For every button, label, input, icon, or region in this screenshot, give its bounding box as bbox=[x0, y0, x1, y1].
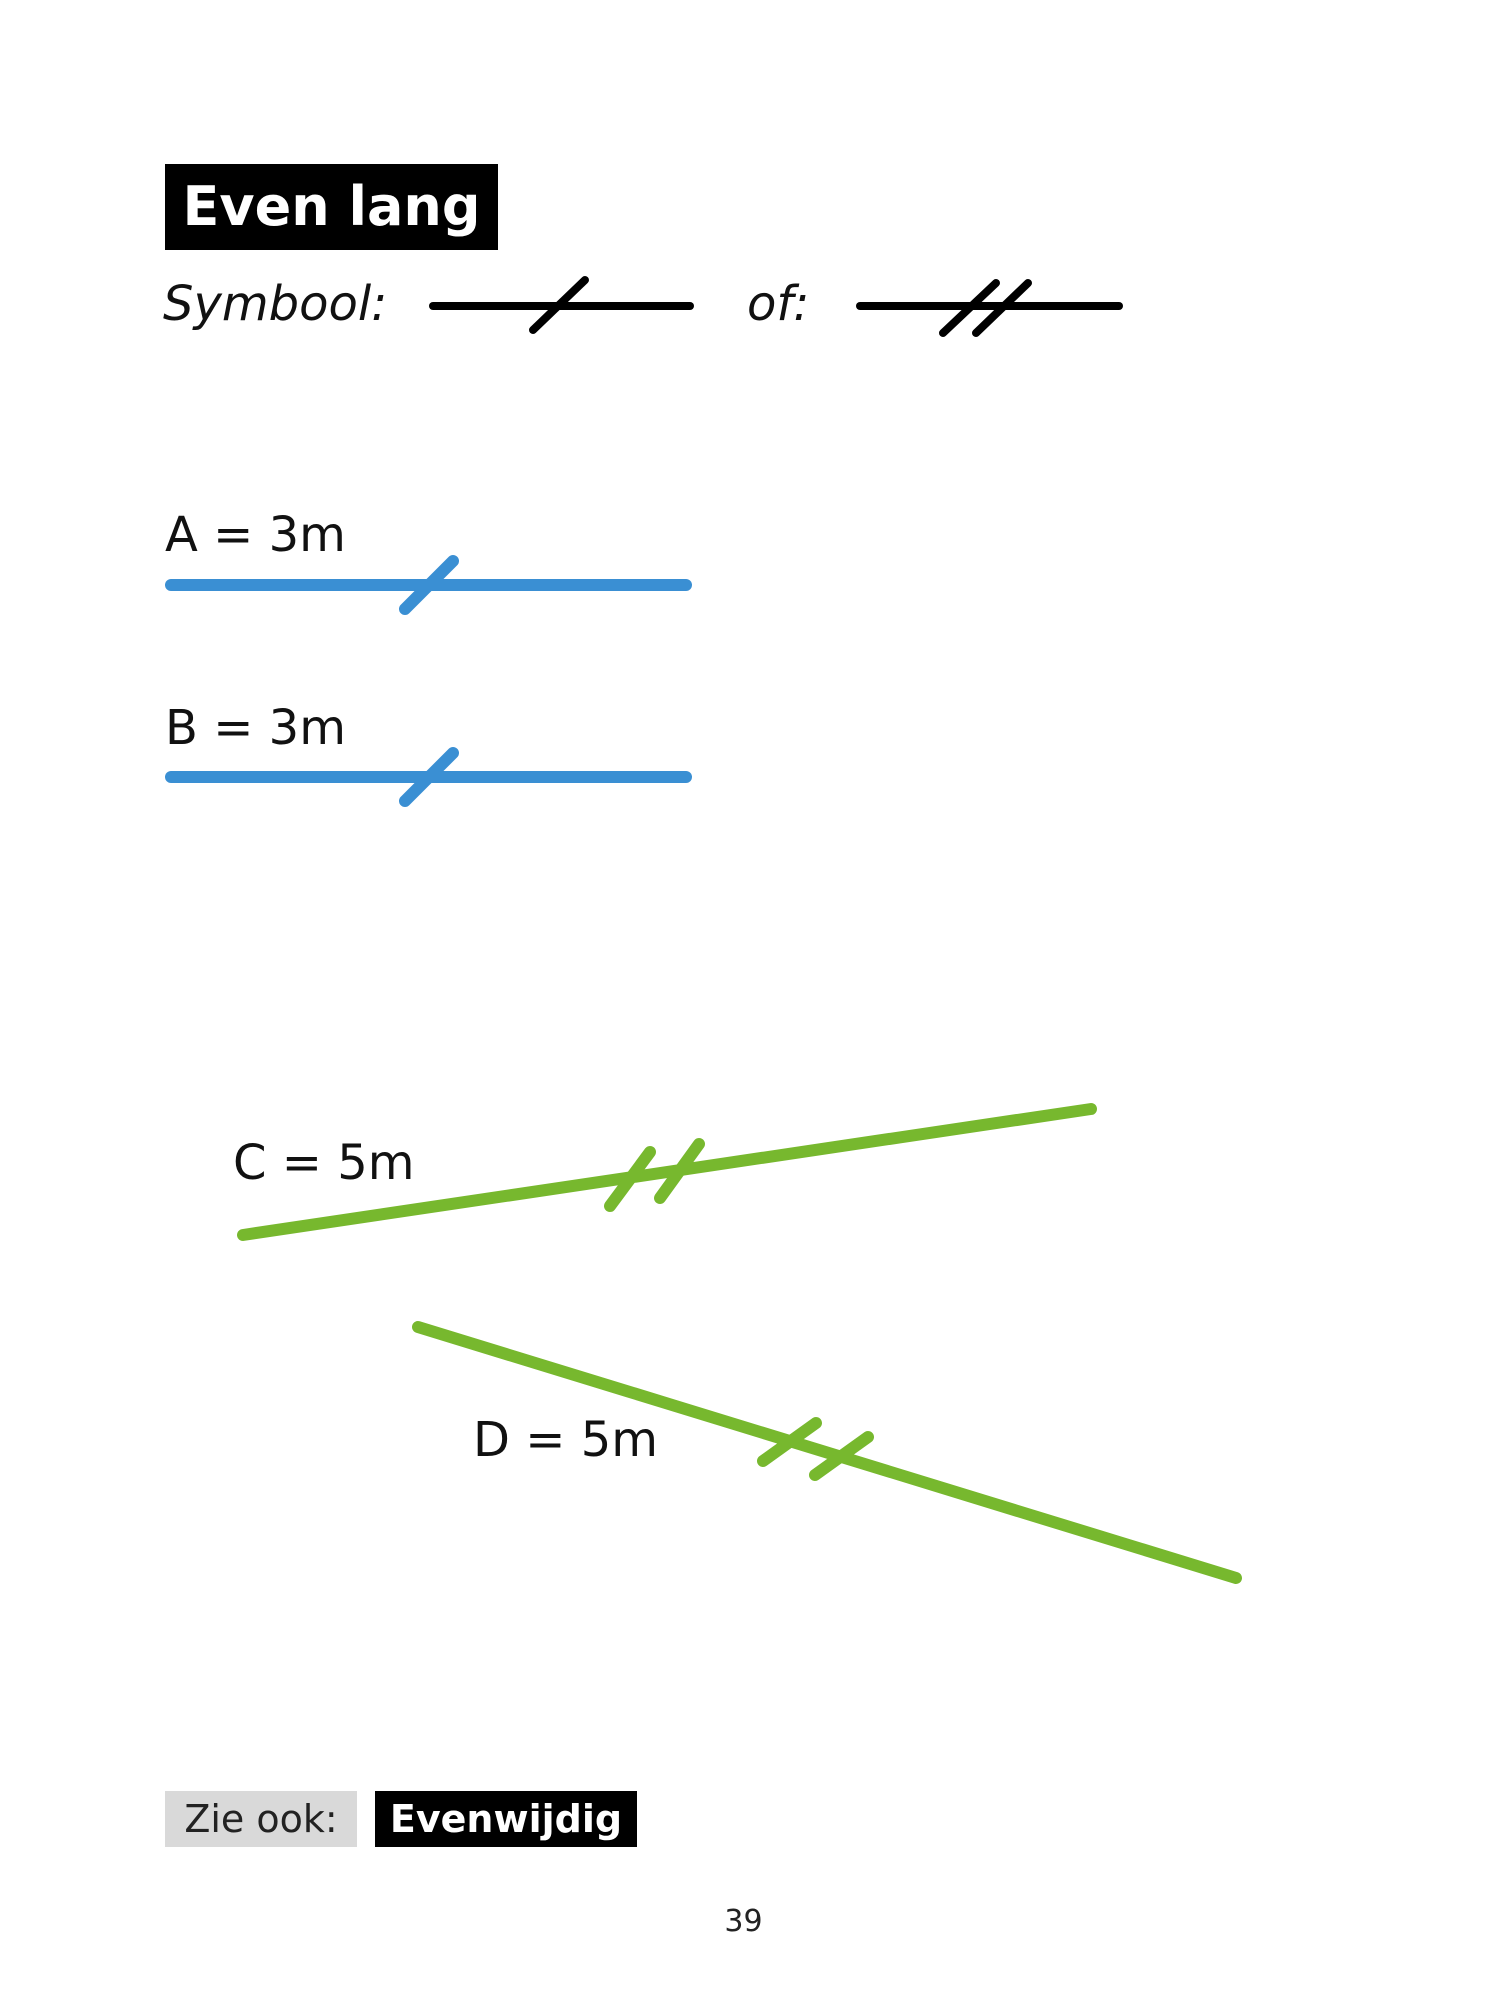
see-also-label: Zie ook: bbox=[165, 1791, 357, 1847]
segment-a-tick bbox=[399, 555, 459, 615]
segment-b-tick bbox=[399, 747, 459, 807]
segment-a-label: A = 3m bbox=[165, 507, 346, 563]
symbol-label: Symbool: bbox=[163, 276, 388, 332]
page-title: Even lang bbox=[165, 164, 498, 250]
segment-c-label: C = 5m bbox=[233, 1135, 415, 1191]
segment-c bbox=[237, 1103, 1097, 1241]
segment-b bbox=[165, 747, 692, 807]
double-tick-line-icon bbox=[856, 279, 1123, 337]
segment-d bbox=[412, 1321, 1242, 1584]
single-tick-line-icon bbox=[429, 276, 694, 334]
segment-d-label: D = 5m bbox=[473, 1412, 658, 1468]
segment-c-tick-1 bbox=[604, 1146, 656, 1212]
segment-d-tick-2 bbox=[809, 1431, 874, 1481]
page-number: 39 bbox=[724, 1904, 763, 1939]
see-also-link-evenwijdig[interactable]: Evenwijdig bbox=[375, 1791, 637, 1847]
segment-c-tick-2 bbox=[654, 1138, 705, 1204]
segment-a bbox=[165, 555, 692, 615]
segment-b-label: B = 3m bbox=[165, 700, 346, 756]
or-label: of: bbox=[747, 276, 810, 332]
segment-d-tick-1 bbox=[757, 1417, 822, 1467]
